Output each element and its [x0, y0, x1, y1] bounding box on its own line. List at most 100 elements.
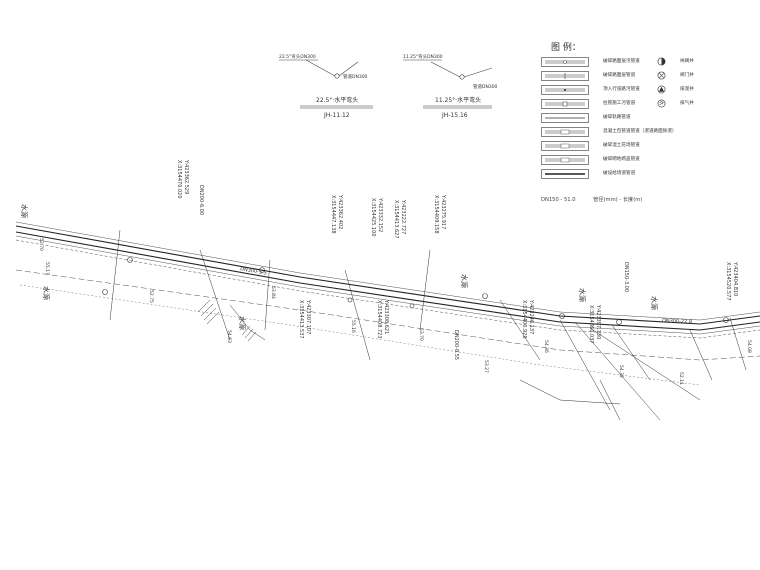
coord-8-y: Y:423308.621	[383, 299, 389, 334]
coord-4-y: Y:423332.152	[377, 197, 383, 232]
legend-right-label: 阀门井	[680, 73, 694, 78]
water-label-6: 水源	[650, 296, 659, 310]
water-label-1: 水源	[20, 204, 29, 218]
coord-5-x: X:3154413.627	[393, 200, 399, 239]
coord-7-y: Y:423307.107	[305, 299, 311, 334]
pipe-symbol-icon	[541, 127, 589, 137]
dn-label-3: DN150-3.00	[623, 262, 629, 292]
elev-5: 53.84	[270, 286, 276, 299]
pipe-symbol-icon	[541, 169, 589, 179]
coord-5-y: Y:423222.727	[400, 199, 406, 234]
pipe-size-labels: DN300-3.5 DN300-22.8 DN150-3.00 DN200-8.…	[240, 262, 693, 360]
detail-2-caption: 11.25°·水平弯头	[435, 96, 481, 104]
legend-row: 拉管施工污管道 排气井	[541, 98, 746, 112]
detail-1-side-label: 管道DN300	[343, 73, 368, 80]
triangle-circle-icon	[657, 85, 666, 94]
dn-coord-2: DN200-6.00	[198, 185, 204, 215]
legend-row: 破碎混土花场管道	[541, 140, 746, 154]
pipe-symbol-icon	[541, 99, 589, 109]
coord-7-x: X:3154413.537	[298, 300, 304, 339]
legend-right-label: 排气井	[680, 101, 694, 106]
water-label-5: 水源	[578, 288, 587, 302]
legend-right-label: 排泥井	[680, 87, 694, 92]
coordinate-annotations: X:3154470.020 Y:423362.529 DN200-6.00 X:…	[176, 159, 738, 344]
pipe-symbol-icon	[541, 155, 589, 165]
legend: 破碎路面层污管道 闸阀井 破碎路面层管道 阀门井 顶入行道路污管道 排泥井 拉管…	[541, 56, 746, 182]
pipe-symbol-icon	[541, 113, 589, 123]
coord-11-x: X:3154520.577	[725, 262, 731, 301]
bend-detail-22-5: 22.5°弯头DN300 管道DN300 22.5°·水平弯头 JH-11.12	[279, 53, 373, 119]
elev-3: 52.75	[148, 290, 154, 303]
coord-11-y: Y:423404.810	[732, 261, 738, 296]
bend-detail-11-25: 11.25°弯头DN300 管道DN300 11.25°·水平弯头 JH-15.…	[403, 53, 498, 119]
legend-label: 破碎砌地砌盖管道	[603, 157, 640, 162]
detail-1-caption: 22.5°·水平弯头	[316, 96, 358, 104]
pipe-symbol-icon	[541, 141, 589, 151]
coord-10-y: Y:423397.130	[595, 304, 601, 339]
elev-6: 55.16	[350, 320, 356, 333]
elev-10: 54.32	[618, 365, 624, 378]
legend-row: 破碎路面层污管道 闸阀井	[541, 56, 746, 70]
legend-title: 图 例：	[551, 43, 581, 53]
detail-2-top-label: 11.25°弯头DN300	[403, 53, 443, 60]
legend-note-left: DN150 - 51.0	[541, 197, 576, 203]
elev-1: 55.17	[44, 262, 50, 275]
coord-6-x: X:3154409.158	[433, 195, 439, 234]
elev-8: 53.27	[483, 360, 489, 373]
elev-7: 53.70	[418, 328, 424, 341]
detail-1-code: JH-11.12	[323, 112, 350, 119]
pipe-symbol-icon	[541, 71, 589, 81]
elev-9: 54.36	[543, 340, 549, 353]
detail-1-top-label: 22.5°弯头DN300	[279, 53, 316, 60]
legend-label: 破碎路面层管道	[603, 73, 636, 78]
legend-row: 破碎轨路管道	[541, 112, 746, 126]
water-labels: 水源 水源 水源 水源 水源 水源	[20, 204, 659, 330]
detail-2-code: JH-15.16	[441, 112, 468, 119]
legend-row: 破设给场道管道	[541, 168, 746, 182]
coord-4-x: X:3154425.100	[370, 198, 376, 237]
elevation-labels: 55.17 52.70 52.75 54.63 53.84 55.16 53.7…	[38, 238, 752, 385]
legend-row: 混凝土包管道管道（泥道路面除泥）	[541, 126, 746, 140]
coord-6-y: Y:423275.917	[440, 194, 446, 229]
coord-9-x: X:3154400.929	[521, 300, 527, 339]
hatched-areas	[197, 299, 257, 342]
coord-1-y: Y:423362.529	[183, 159, 189, 194]
coord-9-y: Y:423246.137	[528, 299, 534, 334]
legend-label: 破设给场道管道	[603, 171, 636, 176]
coord-3-x: X:3154447.138	[330, 195, 336, 234]
legend-label: 破碎混土花场管道	[603, 143, 640, 148]
water-label-4: 水源	[460, 274, 469, 288]
legend-note-right: 管径(mm) - 长度(m)	[593, 197, 643, 203]
legend-label: 混凝土包管道管道（泥道路面除泥）	[603, 129, 677, 134]
coord-8-x: X:3154408.723	[376, 300, 382, 339]
elev-4: 54.63	[226, 330, 232, 343]
dn-label-2: DN300-22.8	[662, 318, 692, 325]
legend-label: 破碎路面层污管道	[603, 59, 640, 64]
branch-lines	[109, 229, 747, 421]
valve-circle-cross-icon	[657, 71, 666, 80]
legend-right-label: 闸阀井	[680, 59, 694, 64]
dn-label-4: DN200-8.55	[453, 330, 459, 360]
elev-11: 52.11	[678, 372, 684, 385]
legend-label: 拉管施工污管道	[603, 101, 636, 106]
legend-row: 破碎砌地砌盖管道	[541, 154, 746, 168]
legend-row: 破碎路面层管道 阀门井	[541, 70, 746, 84]
swirl-circle-icon	[657, 99, 666, 108]
manholes	[102, 257, 729, 325]
dn-label-1: DN300-3.5	[240, 266, 268, 277]
elev-2: 52.70	[38, 238, 44, 251]
detail-2-side-label: 管道DN300	[473, 83, 498, 90]
elev-12: 54.08	[746, 340, 752, 353]
coord-10-x: X:3154360.037	[588, 305, 594, 344]
water-label-3: 水源	[238, 316, 247, 330]
legend-label: 顶入行道路污管道	[603, 87, 640, 92]
legend-label: 破碎轨路管道	[603, 115, 631, 120]
coord-3-y: Y:423362.402	[337, 194, 343, 229]
coord-1-x: X:3154470.020	[176, 160, 182, 199]
legend-note: DN150 - 51.0 管径(mm) - 长度(m)	[541, 196, 642, 203]
legend-row: 顶入行道路污管道 排泥井	[541, 84, 746, 98]
pipe-symbol-icon	[541, 85, 589, 95]
pipe-symbol-icon	[541, 57, 589, 67]
valve-circle-half-icon	[657, 57, 666, 66]
